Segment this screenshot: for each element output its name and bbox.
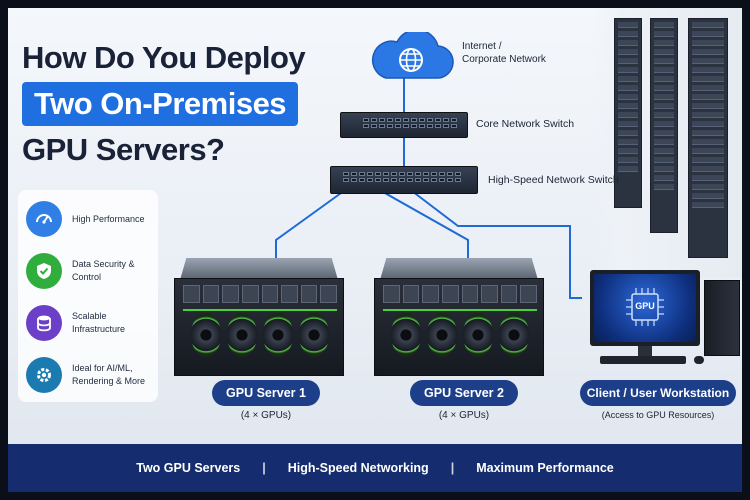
gpu-fans xyxy=(391,313,529,357)
drive-bays xyxy=(383,285,537,303)
gpu-server-2 xyxy=(374,258,544,376)
pc-tower xyxy=(704,280,740,356)
footer-item-performance: Maximum Performance xyxy=(476,461,614,475)
feature-label: Data Security & Control xyxy=(72,259,135,282)
internet-label-line-1: Internet / xyxy=(462,41,502,52)
status-led-bar xyxy=(383,309,537,311)
fan-icon xyxy=(499,313,529,357)
fan-icon xyxy=(391,313,421,357)
infographic: How Do You Deploy Two On-Premises GPU Se… xyxy=(8,8,742,492)
footer-separator: | xyxy=(450,461,455,475)
footer-banner: Two GPU Servers | High-Speed Networking … xyxy=(8,444,742,492)
screen-gpu-text: GPU xyxy=(635,301,655,311)
monitor-screen: GPU xyxy=(594,274,696,342)
server-top xyxy=(180,258,338,280)
title-line-1: How Do You Deploy xyxy=(22,40,306,75)
server-rack xyxy=(688,18,728,258)
feature-label: Scalable Infrastructure xyxy=(72,311,126,334)
feature-ideal-for: Ideal for AI/ML, Rendering & More xyxy=(26,352,158,398)
server-chassis xyxy=(174,278,344,376)
fan-icon xyxy=(263,313,293,357)
fan-icon xyxy=(299,313,329,357)
core-switch-label: Core Network Switch xyxy=(476,118,575,130)
feature-scalable: Scalable Infrastructure xyxy=(26,300,158,346)
internet-label: Internet / Corporate Network xyxy=(462,40,546,66)
server-rack xyxy=(650,18,678,233)
server-rack xyxy=(614,18,642,208)
drive-bays xyxy=(183,285,337,303)
gpu-server-1-label: GPU Server 1 xyxy=(212,380,320,406)
gpu-server-2-label: GPU Server 2 xyxy=(410,380,518,406)
workstation-label: Client / User Workstation xyxy=(580,380,736,406)
feature-high-performance: High Performance xyxy=(26,196,158,242)
status-led-bar xyxy=(183,309,337,311)
fan-icon xyxy=(227,313,257,357)
title-line-2-highlight: Two On-Premises xyxy=(22,82,299,126)
monitor-stand xyxy=(638,346,652,356)
footer-item-networking: High-Speed Networking xyxy=(287,461,429,475)
internet-label-line-2: Corporate Network xyxy=(462,54,546,65)
fan-icon xyxy=(427,313,457,357)
server-room-background xyxy=(592,8,742,278)
fan-icon xyxy=(191,313,221,357)
server-chassis xyxy=(374,278,544,376)
page-title: How Do You Deploy Two On-Premises GPU Se… xyxy=(22,36,352,172)
core-network-switch xyxy=(340,112,468,138)
footer-separator: | xyxy=(262,461,266,475)
switch-ports xyxy=(343,172,467,182)
workstation-detail: (Access to GPU Resources) xyxy=(601,410,715,420)
gpu-server-2-detail: (4 × GPUs) xyxy=(438,410,490,421)
gear-icon xyxy=(26,357,62,393)
mouse xyxy=(694,356,704,364)
workstation-monitor: GPU xyxy=(590,270,700,346)
switch-ports xyxy=(363,118,463,128)
feature-data-security: Data Security & Control xyxy=(26,248,158,294)
cloud-icon xyxy=(364,29,456,82)
footer-item-servers: Two GPU Servers xyxy=(136,461,241,475)
high-speed-switch-label: High-Speed Network Switch xyxy=(488,174,619,186)
shield-check-icon xyxy=(26,253,62,289)
feature-label: Ideal for AI/ML, Rendering & More xyxy=(72,363,146,386)
feature-label: High Performance xyxy=(72,213,145,224)
high-speed-network-switch xyxy=(330,166,478,194)
features-panel: High Performance Data Security & Control… xyxy=(18,190,158,402)
gpu-server-1-detail: (4 × GPUs) xyxy=(240,410,292,421)
database-icon xyxy=(26,305,62,341)
gpu-chip-icon xyxy=(626,288,664,326)
fan-icon xyxy=(463,313,493,357)
keyboard xyxy=(600,356,686,364)
title-line-3: GPU Servers? xyxy=(22,132,225,167)
gpu-fans xyxy=(191,313,329,357)
gpu-server-1 xyxy=(174,258,344,376)
server-top xyxy=(380,258,538,280)
speedometer-icon xyxy=(26,201,62,237)
